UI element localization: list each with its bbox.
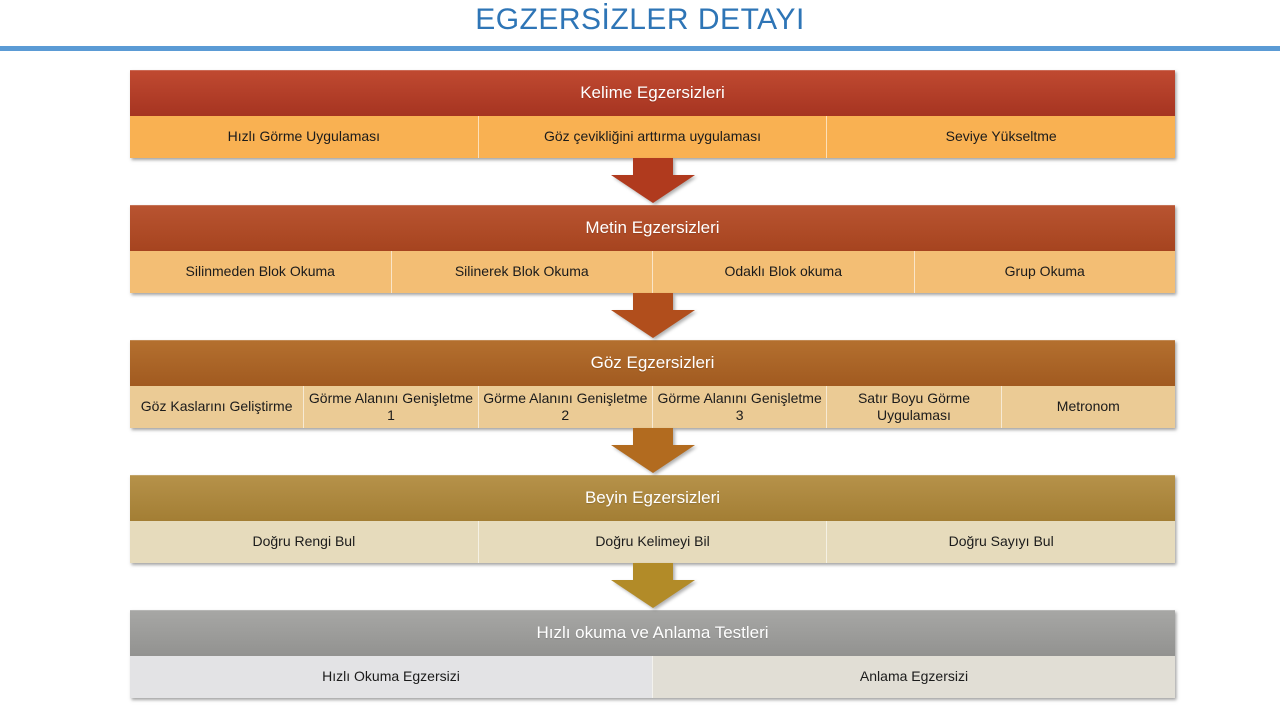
exercise-cell: Anlama Egzersizi [652,656,1175,698]
exercise-cell: Göz çevikliğini arttırma uygulaması [477,116,827,158]
exercise-cell: Görme Alanını Genişletme 3 [651,386,827,428]
title-underline-rule [0,46,1280,51]
exercise-cell: Görme Alanını Genişletme 1 [303,386,478,428]
down-arrow-icon [130,428,1175,475]
exercise-cell: Hızlı Görme Uygulaması [130,116,478,158]
exercise-cell: Metronom [1000,386,1175,428]
down-arrow-icon [130,293,1175,340]
section-header: Göz Egzersizleri [130,340,1175,386]
section-header: Kelime Egzersizleri [130,70,1175,116]
exercise-cell: Silinmeden Blok Okuma [130,251,391,293]
exercise-cell: Silinerek Blok Okuma [390,251,652,293]
exercise-cell: Hızlı Okuma Egzersizi [130,656,652,698]
section-header: Metin Egzersizleri [130,205,1175,251]
exercise-cell: Doğru Sayıyı Bul [826,521,1176,563]
section-header: Beyin Egzersizleri [130,475,1175,521]
down-arrow-icon [130,158,1175,205]
exercise-cell: Doğru Rengi Bul [130,521,478,563]
down-arrow-icon [130,563,1175,610]
exercise-section: Kelime Egzersizleri Hızlı Görme Uygulama… [130,70,1176,158]
exercise-section: Hızlı okuma ve Anlama Testleri Hızlı Oku… [130,610,1175,698]
section-header: Hızlı okuma ve Anlama Testleri [130,610,1175,656]
exercise-cell: Seviye Yükseltme [826,116,1176,158]
exercise-cell: Görme Alanını Genişletme 2 [477,386,652,428]
exercise-cell: Odaklı Blok okuma [652,251,914,293]
exercise-hierarchy-diagram: Kelime Egzersizleri Hızlı Görme Uygulama… [130,70,1176,698]
exercise-cell: Göz Kaslarını Geliştirme [130,386,304,428]
exercise-section: Metin Egzersizleri Silinmeden Blok Okuma… [130,205,1175,293]
exercise-cell: Doğru Kelimeyi Bil [477,521,827,563]
exercise-section: Göz Egzersizleri Göz Kaslarını Geliştirm… [130,340,1175,428]
exercise-cell: Satır Boyu Görme Uygulaması [826,386,1001,428]
slide-title: EGZERSİZLER DETAYI [475,3,805,36]
exercise-cell: Grup Okuma [913,251,1175,293]
